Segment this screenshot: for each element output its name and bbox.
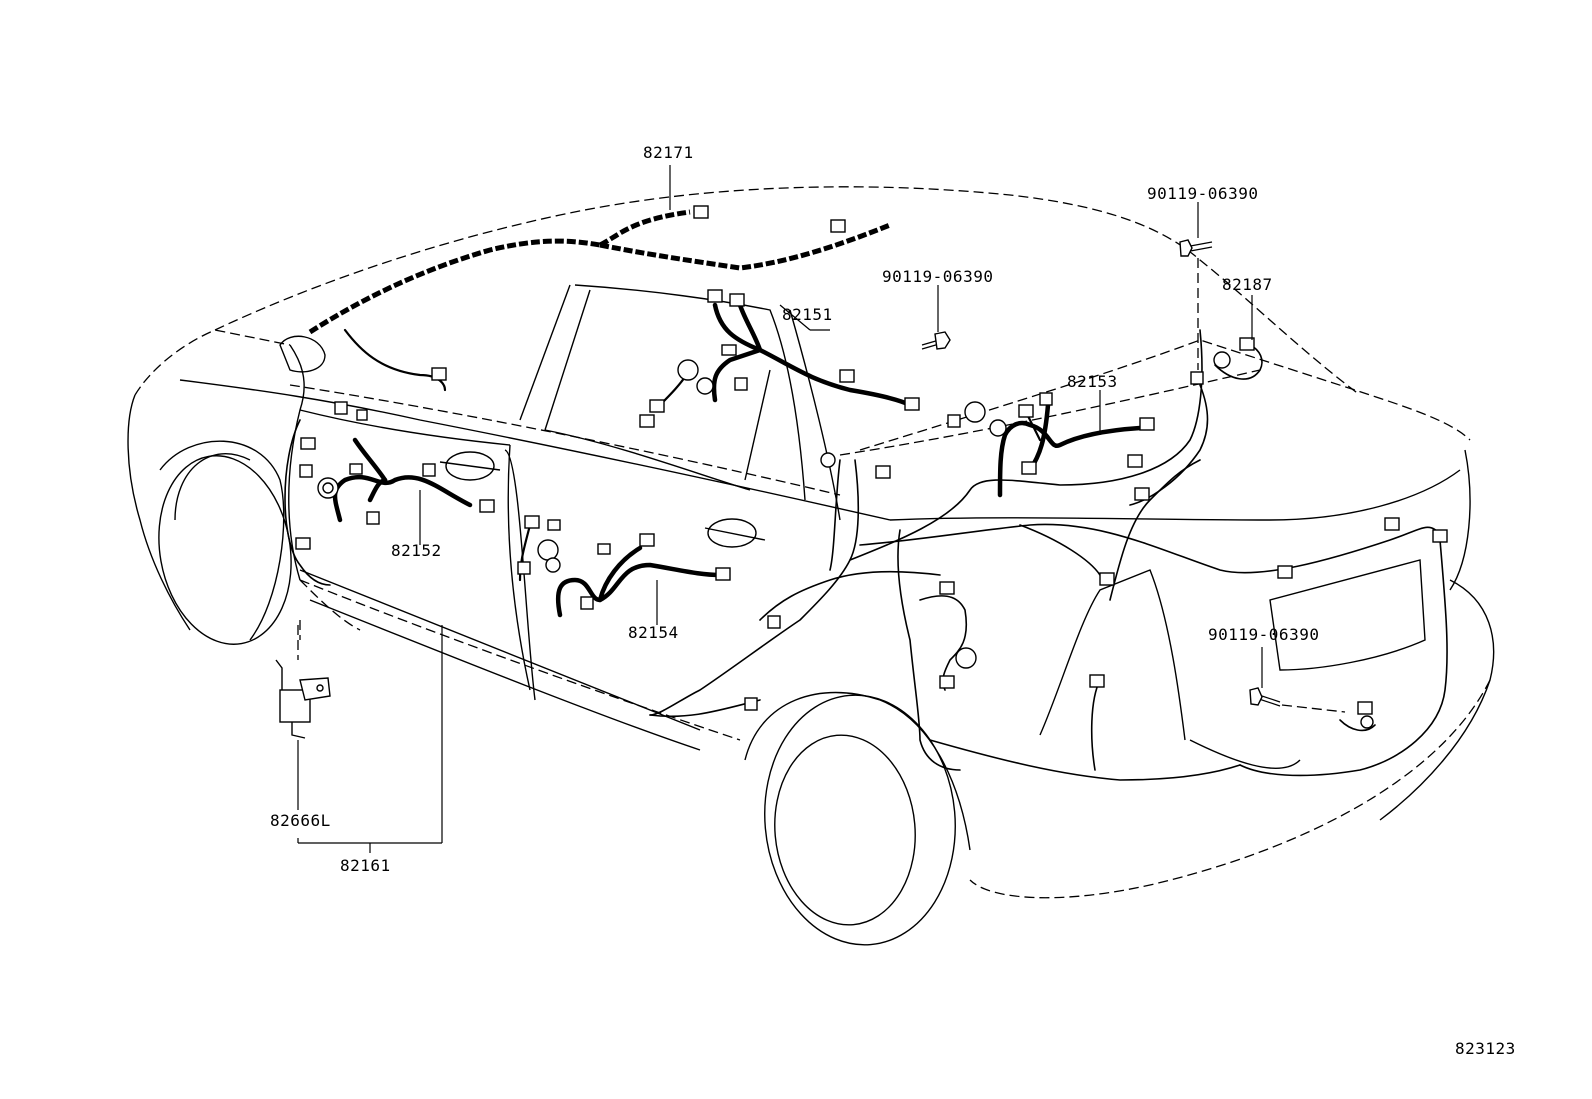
label-bolt-roof: 90119-06390 (882, 267, 993, 286)
connector (349, 463, 363, 475)
label-82187: 82187 (1222, 275, 1273, 294)
connector (1018, 404, 1034, 418)
connector (904, 397, 920, 411)
sensor-82666L (275, 625, 331, 810)
grommet (989, 419, 1007, 437)
connector (1432, 529, 1448, 543)
grommet (696, 377, 714, 395)
connector (479, 499, 495, 513)
label-82152: 82152 (391, 541, 442, 560)
connector (597, 543, 611, 555)
connector (875, 465, 891, 479)
label-82153: 82153 (1067, 372, 1118, 391)
connector (1357, 701, 1373, 715)
connector (715, 567, 731, 581)
connector (356, 409, 368, 421)
connector (1239, 337, 1255, 351)
grommet (537, 539, 559, 561)
connector (839, 369, 855, 383)
connector (431, 367, 447, 381)
connector (1134, 487, 1150, 501)
connector (693, 205, 709, 219)
grommet (677, 359, 699, 381)
grommet (964, 401, 986, 423)
connector (729, 293, 745, 307)
connector (366, 511, 380, 525)
grommet (322, 482, 334, 494)
connector (300, 437, 316, 450)
label-82171: 82171 (643, 143, 694, 162)
grommet (955, 647, 977, 669)
floor-wiring-82161 (284, 329, 1448, 781)
bolt-roof (921, 285, 951, 350)
connector (721, 344, 737, 356)
connector (639, 533, 655, 547)
label-82154: 82154 (628, 623, 679, 642)
grommet (820, 452, 836, 468)
connector (299, 464, 313, 478)
connector (1089, 674, 1105, 688)
floor-harness-82153 (947, 390, 1155, 498)
connector (649, 399, 665, 413)
connector (1021, 461, 1037, 475)
connector (734, 377, 748, 391)
connector (1384, 517, 1400, 531)
connector (1190, 371, 1204, 385)
label-82666L: 82666L (270, 811, 331, 830)
connector (422, 463, 436, 477)
connector (1039, 392, 1053, 406)
label-bolt-rear-top: 90119-06390 (1147, 184, 1258, 203)
label-bolt-rear-bottom: 90119-06390 (1208, 625, 1319, 644)
connector (947, 414, 961, 428)
connector (830, 219, 846, 233)
connector (334, 401, 348, 415)
connector (295, 537, 311, 550)
grommet (545, 557, 561, 573)
bolt-rear-bottom (1249, 647, 1346, 713)
roof-harness-82171 (308, 165, 891, 335)
connector (707, 289, 723, 303)
connector (744, 697, 758, 711)
connector (1277, 565, 1293, 579)
connector (939, 675, 955, 689)
connector (639, 414, 655, 428)
connector (939, 581, 955, 595)
rear-door-harness-82151 (639, 289, 920, 428)
connector (1099, 572, 1115, 586)
connector (580, 596, 594, 610)
connector (517, 561, 531, 575)
front-door-harness-82152 (295, 328, 495, 550)
connector (547, 519, 561, 531)
connector (1127, 454, 1143, 468)
figure-number: 823123 (1455, 1039, 1516, 1058)
connector (524, 515, 540, 529)
connector (1139, 417, 1155, 431)
label-82161: 82161 (340, 856, 391, 875)
bolt-rear-top (1179, 202, 1213, 370)
grommet (1213, 351, 1231, 369)
connector (767, 615, 781, 629)
label-82151: 82151 (782, 305, 833, 324)
grommet (1360, 715, 1374, 729)
leader-82161 (297, 625, 443, 853)
rear-door-harness-82154 (517, 515, 731, 625)
